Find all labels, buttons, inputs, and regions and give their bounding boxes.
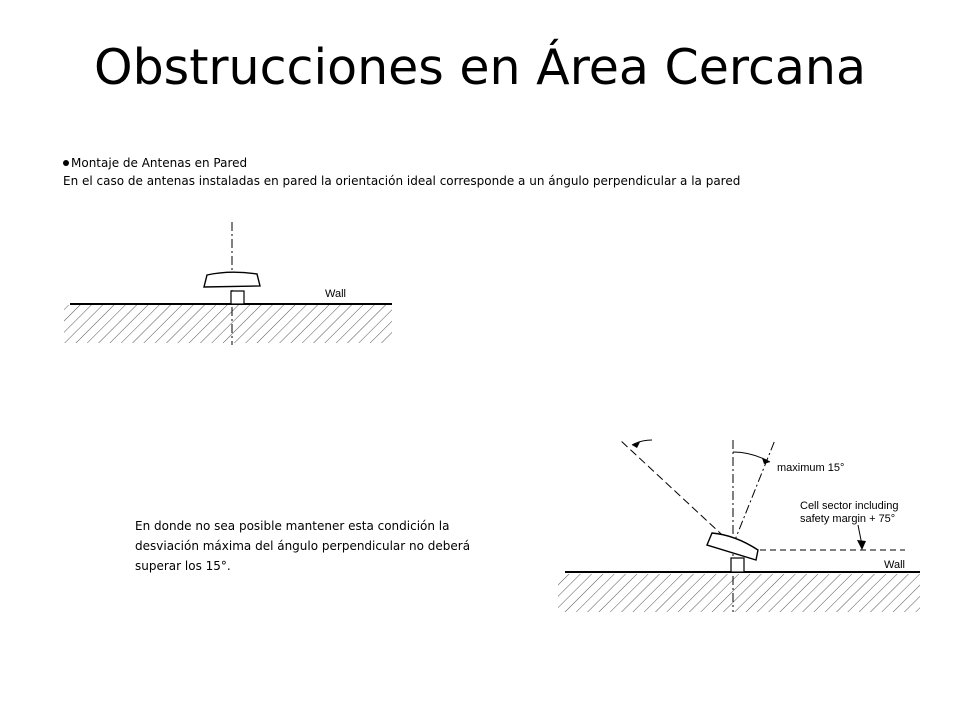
bottom-antenna-icon xyxy=(706,532,759,561)
sector-label-line-2: safety margin + 75° xyxy=(800,513,895,525)
sector-pointer-arrowhead xyxy=(857,540,866,550)
bottom-wall-label: Wall xyxy=(884,559,905,571)
bullet-heading-line: Montaje de Antenas en Pared xyxy=(63,154,943,172)
arc-arrowhead-right xyxy=(762,458,770,464)
bottom-wall xyxy=(558,571,920,612)
caption-line-2: desviación máxima del ángulo perpendicul… xyxy=(135,539,471,553)
angle-arc-left xyxy=(631,439,653,446)
top-wall xyxy=(64,303,392,343)
arc-arrowhead-left xyxy=(632,442,640,448)
bullet-block: Montaje de Antenas en Pared En el caso d… xyxy=(63,154,943,190)
tilt-axis-line xyxy=(732,439,776,546)
bullet-text: En el caso de antenas instaladas en pare… xyxy=(63,174,741,188)
max-angle-label: maximum 15° xyxy=(777,462,844,474)
bullet-dot-icon xyxy=(63,160,69,166)
bottom-mount-bracket xyxy=(730,557,745,573)
caption-line-1: En donde no sea posible mantener esta co… xyxy=(135,519,450,533)
slide-title: Obstrucciones en Área Cercana xyxy=(94,39,866,96)
top-wall-label: Wall xyxy=(325,288,346,300)
top-wall-hatch xyxy=(64,305,392,343)
left-sector-line xyxy=(619,439,734,546)
top-antenna-icon xyxy=(203,271,261,288)
bottom-wall-hatch xyxy=(558,574,920,612)
caption-line-3: superar los 15°. xyxy=(135,559,231,573)
top-mount-bracket xyxy=(230,290,245,305)
bullet-heading: Montaje de Antenas en Pared xyxy=(71,156,248,170)
caption: En donde no sea posible mantener esta co… xyxy=(135,516,510,576)
sector-label-line-1: Cell sector including xyxy=(800,500,898,512)
angle-arc-top xyxy=(732,451,771,463)
